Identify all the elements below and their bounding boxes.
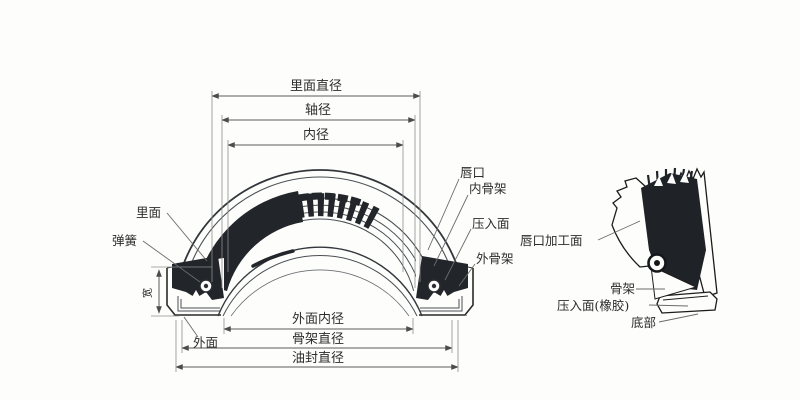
leader-inner-face <box>166 212 208 262</box>
leader-inner-frame <box>433 194 469 267</box>
right-foot-profile <box>419 268 474 316</box>
left-foot <box>166 256 224 316</box>
dim-label-frame-diameter: 骨架直径 <box>292 332 344 347</box>
top-extension-lines <box>211 91 421 288</box>
detail-serration-teeth <box>654 172 689 186</box>
detail-spring-dot <box>654 260 660 266</box>
spring-dot-left <box>203 283 209 289</box>
main-cross-section: 里面直径 轴径 内径 外面内径 骨架直径 油封直径 宽 <box>112 79 514 372</box>
detail-case-bottom <box>656 291 718 314</box>
label-lip-machined-face: 唇口加工面 <box>520 233 583 248</box>
leader-lines-detail <box>597 220 699 323</box>
top-dimensions <box>211 93 421 148</box>
label-press-fit-face: 压入面 <box>472 216 510 231</box>
leader-spring <box>142 240 201 283</box>
leader-press-fit-rubber <box>648 304 689 307</box>
leader-press-fit-face <box>444 228 472 281</box>
bore-arch-faint <box>230 269 410 317</box>
label-frame: 骨架 <box>610 281 635 296</box>
detail-case-bottom-inner-line <box>662 295 709 301</box>
right-foot <box>416 256 474 316</box>
leader-bottom <box>658 313 699 323</box>
dim-label-oil-seal-diameter: 油封直径 <box>292 351 344 366</box>
dim-label-width: 宽 <box>141 288 154 298</box>
label-inner-frame: 内骨架 <box>469 181 507 196</box>
bottom-extension-lines <box>175 318 459 372</box>
outer-case-arc <box>173 169 467 317</box>
bottom-dimensions <box>175 326 459 370</box>
outer-case-inner-arc <box>180 176 460 317</box>
label-bottom: 底部 <box>631 315 656 330</box>
left-foot-notch <box>188 290 204 304</box>
detail-view: 唇口加工面 骨架 压入面(橡胶) 底部 <box>520 167 718 330</box>
left-foot-profile <box>166 268 221 316</box>
label-outer-frame: 外骨架 <box>476 251 514 266</box>
right-foot-notch <box>436 290 452 304</box>
left-foot-case-lines <box>177 296 220 312</box>
leader-lines-main <box>142 178 476 338</box>
leader-lip-machined-face <box>597 220 641 241</box>
lip-dark-sliver <box>251 249 295 268</box>
dim-label-shaft-diameter: 轴径 <box>305 103 331 118</box>
leader-lip <box>427 178 460 251</box>
label-press-fit-rubber: 压入面(橡胶) <box>557 298 629 313</box>
label-lip: 唇口 <box>460 165 485 180</box>
dim-label-inner-face-diameter: 里面直径 <box>290 79 342 94</box>
label-outer-face: 外面 <box>193 335 218 350</box>
spring-hatch-band <box>294 193 382 231</box>
spring-dot-right <box>431 283 437 289</box>
bore-arch-outer <box>217 246 423 317</box>
dim-label-outer-face-inner-diameter: 外面内径 <box>292 311 344 327</box>
detail-case-wedge <box>650 265 698 300</box>
label-spring: 弹簧 <box>112 233 137 248</box>
label-inner-face: 里面 <box>136 205 161 220</box>
spring-hatch-tail <box>298 192 363 207</box>
bore-arch-inner <box>222 254 418 317</box>
leader-outer-face <box>183 316 199 338</box>
leader-outer-frame <box>458 263 476 287</box>
right-foot-case-lines <box>420 296 463 312</box>
side-dimension: 宽 <box>141 266 212 317</box>
detail-rubber-mass <box>641 173 706 290</box>
dim-label-inner-diameter: 内径 <box>303 127 329 143</box>
